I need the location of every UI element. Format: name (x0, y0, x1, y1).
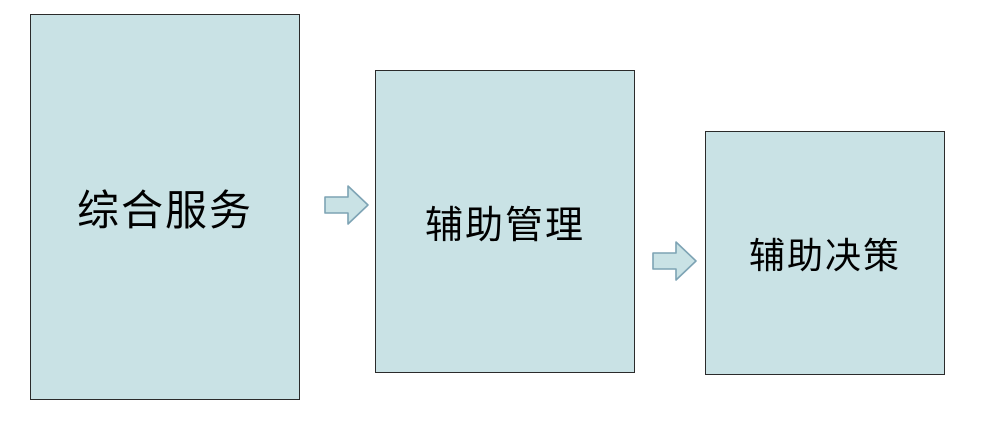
node-auxiliary-decision: 辅助决策 (705, 131, 945, 375)
node-comprehensive-service: 综合服务 (30, 14, 300, 400)
arrow-right-icon (324, 185, 369, 225)
node-label: 辅助管理 (424, 203, 585, 247)
node-label: 辅助决策 (748, 236, 901, 277)
arrow-right-icon (652, 241, 697, 281)
node-label: 综合服务 (76, 185, 253, 235)
node-auxiliary-management: 辅助管理 (375, 70, 635, 373)
